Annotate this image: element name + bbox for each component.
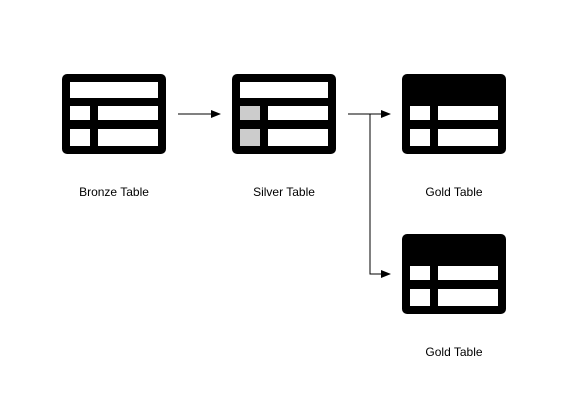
silver-table-node[interactable]: Silver Table <box>232 74 336 199</box>
gold-table-label-1: Gold Table <box>425 185 482 199</box>
silver-table-label: Silver Table <box>253 185 315 199</box>
table-icon-bronze <box>62 74 166 154</box>
gold-table-node-2[interactable]: Gold Table <box>402 234 506 359</box>
table-icon-gold <box>402 234 506 314</box>
gold-table-label-2: Gold Table <box>425 345 482 359</box>
bronze-table-node[interactable]: Bronze Table <box>62 74 166 199</box>
gold-table-node-1[interactable]: Gold Table <box>402 74 506 199</box>
table-icon-gold <box>402 74 506 154</box>
table-icon-silver <box>232 74 336 154</box>
arrow-silver-to-gold-2 <box>369 114 391 278</box>
bronze-table-label: Bronze Table <box>79 185 149 199</box>
